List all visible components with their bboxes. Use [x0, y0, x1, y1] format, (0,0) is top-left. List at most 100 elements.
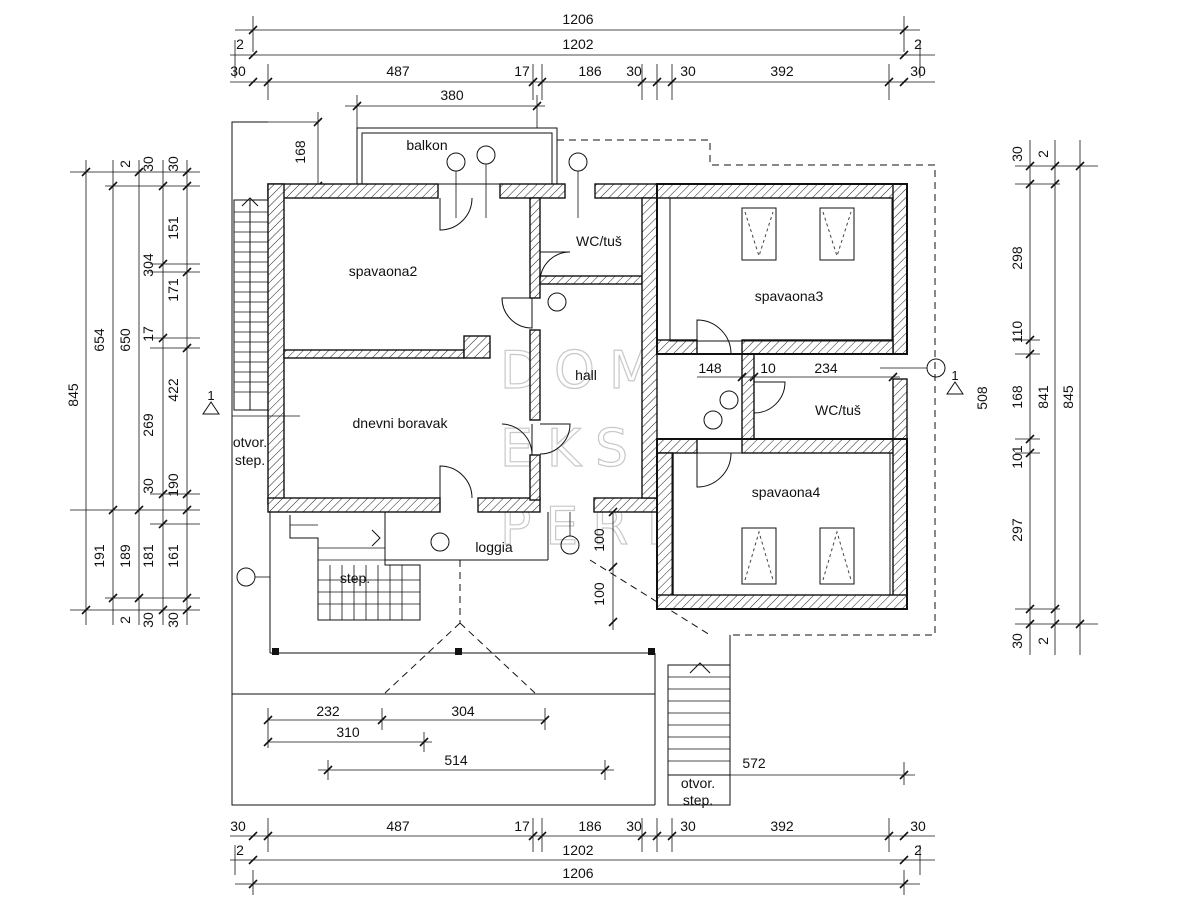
dim-bottom-30b: 30: [626, 818, 642, 834]
dim-left-181: 181: [140, 544, 156, 568]
label-otvor-left-1: otvor.: [233, 434, 267, 450]
dim-bottom-487: 487: [386, 818, 410, 834]
dim-bottom-1202: 1202: [562, 842, 593, 858]
dim-top-2-left: 2: [236, 36, 244, 52]
dim-left-650: 650: [117, 328, 133, 352]
watermark-line-1: DOM: [500, 341, 668, 401]
dim-bottom-30a: 30: [230, 818, 246, 834]
balkon-area: 168 balkon: [268, 112, 558, 191]
dim-bottom-17: 17: [514, 818, 530, 834]
dim-top-30c: 30: [680, 63, 696, 79]
dim-left-2-top: 2: [117, 160, 133, 168]
top-dimension-chains: 1206 2 1202 2 30 487 17 186 30 30 392 30…: [230, 11, 935, 128]
door-swings: [439, 197, 786, 499]
dim-10: 10: [760, 360, 776, 376]
dim-bottom-2-right: 2: [914, 842, 922, 858]
label-otvor-left-2: step.: [235, 452, 265, 468]
room-labels: spavaona2 WC/tuš spavaona3 hall dnevni b…: [233, 233, 861, 808]
label-otvor-bottom-2: step.: [683, 792, 713, 808]
dim-234: 234: [814, 360, 838, 376]
dim-left-269: 269: [140, 413, 156, 437]
terrace-dimensions: 232 304 310 514 572: [263, 703, 915, 785]
dim-310: 310: [336, 724, 360, 740]
dim-right-845: 845: [1060, 385, 1076, 409]
dim-left-190: 190: [165, 473, 181, 497]
dim-left-171: 171: [165, 278, 181, 302]
dim-top-392: 392: [770, 63, 794, 79]
room-label-loggia: loggia: [475, 539, 513, 555]
dim-right-298: 298: [1009, 246, 1025, 270]
dim-232: 232: [316, 703, 340, 719]
dim-right-101: 101: [1009, 445, 1025, 469]
dim-right-30-bottom: 30: [1009, 633, 1025, 649]
dim-right-297: 297: [1009, 518, 1025, 542]
dim-top-17: 17: [514, 63, 530, 79]
dim-top-186: 186: [578, 63, 602, 79]
fixture-markers: [236, 145, 946, 587]
terrace-outline: [231, 121, 656, 806]
dim-right-168: 168: [1009, 385, 1025, 409]
dim-top-30d: 30: [910, 63, 926, 79]
label-otvor-bottom-1: otvor.: [681, 775, 715, 791]
dim-top-30a: 30: [230, 63, 246, 79]
dim-left-191: 191: [91, 544, 107, 568]
skylights: [741, 207, 855, 585]
dim-left-2-bottom: 2: [117, 616, 133, 624]
dim-148: 148: [698, 360, 722, 376]
dim-304: 304: [451, 703, 475, 719]
staircases: [233, 197, 731, 806]
dim-bottom-186: 186: [578, 818, 602, 834]
watermark-line-2: EKS: [500, 419, 642, 479]
dim-balkon-380: 380: [440, 87, 464, 103]
room-outlines: [656, 183, 908, 610]
dim-left-422: 422: [165, 378, 181, 402]
dim-right-2-top: 2: [1035, 150, 1051, 158]
room-label-spavaona4: spavaona4: [752, 484, 821, 500]
dim-balkon-168: 168: [292, 140, 308, 164]
dim-bottom-2-left: 2: [236, 842, 244, 858]
dim-top-2-right: 2: [914, 36, 922, 52]
dim-left-30-bottom-b: 30: [165, 612, 181, 628]
dim-right-30-top: 30: [1009, 146, 1025, 162]
dim-right-841: 841: [1035, 385, 1051, 409]
dim-left-17: 17: [140, 326, 156, 342]
room-label-wc-top: WC/tuš: [576, 233, 622, 249]
dim-left-30-top-a: 30: [140, 156, 156, 172]
dim-514: 514: [444, 752, 468, 768]
dim-left-304: 304: [140, 253, 156, 277]
dim-top-1202: 1202: [562, 36, 593, 52]
room-label-spavaona3: spavaona3: [755, 288, 824, 304]
left-dimension-chains: 845 654 650 2 30 30 151 304 171 17 422 2…: [65, 156, 200, 628]
dim-bottom-total: 1206: [562, 865, 593, 881]
roof-outline-dashed: [384, 139, 936, 694]
room-label-balkon: balkon: [406, 137, 447, 153]
dim-top-total: 1206: [562, 11, 593, 27]
dim-left-30-bottom-a: 30: [140, 612, 156, 628]
dim-bottom-30d: 30: [910, 818, 926, 834]
room-label-step: step.: [340, 570, 370, 586]
dim-508: 508: [974, 386, 990, 410]
dim-572: 572: [742, 755, 766, 771]
dim-100b: 100: [591, 582, 607, 606]
dim-left-845: 845: [65, 383, 81, 407]
dim-top-487: 487: [386, 63, 410, 79]
room-label-spavaona2: spavaona2: [349, 263, 418, 279]
bottom-dimension-chains: 30 487 17 186 30 30 392 30 2 1202 2 1206: [230, 818, 935, 895]
room-label-dnevni-boravak: dnevni boravak: [353, 415, 449, 431]
dim-right-110: 110: [1009, 321, 1025, 344]
section-mark-right: 1: [951, 368, 958, 383]
inner-dimensions: 148 10 234 100 100 508: [591, 360, 990, 630]
room-label-hall: hall: [575, 367, 597, 383]
dim-left-189: 189: [117, 544, 133, 568]
dim-left-30-top-b: 30: [165, 156, 181, 172]
walls: [267, 183, 908, 610]
dim-100a: 100: [591, 528, 607, 552]
dim-bottom-392: 392: [770, 818, 794, 834]
section-mark-left: 1: [207, 388, 214, 403]
section-marks: 1 1: [202, 368, 964, 417]
dim-left-161: 161: [165, 544, 181, 568]
right-dimension-chains: 30 298 110 168 101 297 30 2 841 2 845: [1009, 140, 1098, 655]
dim-left-654: 654: [91, 328, 107, 352]
dim-left-151: 151: [165, 216, 181, 240]
